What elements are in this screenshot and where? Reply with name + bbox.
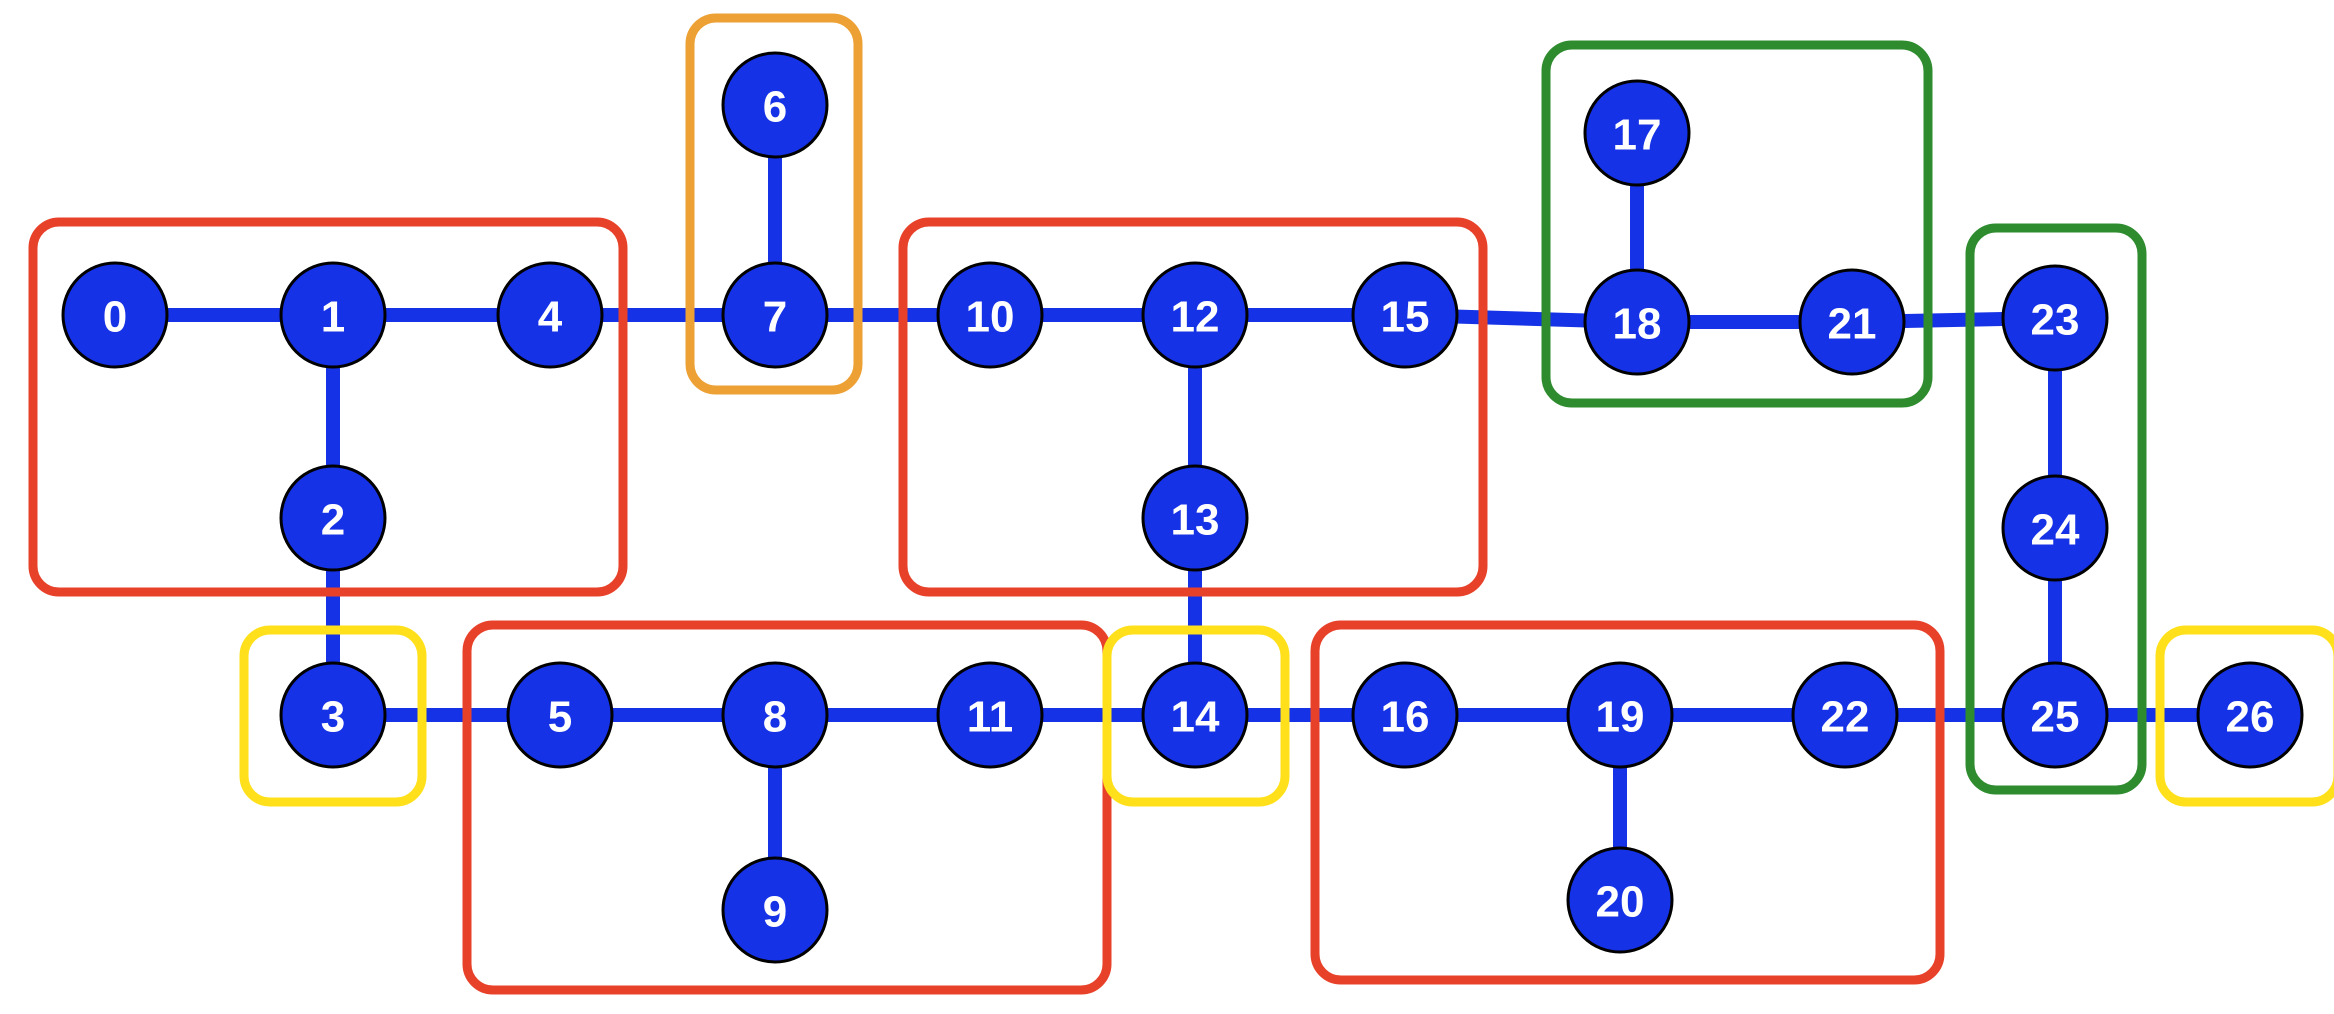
node-circle[interactable]	[1583, 268, 1691, 376]
node-circle[interactable]	[721, 261, 829, 369]
graph-node[interactable]: 13	[1141, 464, 1249, 572]
node-circle[interactable]	[1141, 261, 1249, 369]
node-circle[interactable]	[936, 261, 1044, 369]
node-circle[interactable]	[279, 661, 387, 769]
node-circle[interactable]	[936, 661, 1044, 769]
graph-node[interactable]: 25	[2001, 661, 2109, 769]
node-circle[interactable]	[496, 261, 604, 369]
node-circle[interactable]	[1791, 661, 1899, 769]
graph-node[interactable]: 22	[1791, 661, 1899, 769]
graph-node[interactable]: 8	[721, 661, 829, 769]
graph-node[interactable]: 18	[1583, 268, 1691, 376]
node-circle[interactable]	[1566, 846, 1674, 954]
graph-node[interactable]: 19	[1566, 661, 1674, 769]
group-box-red[interactable]	[462, 620, 1112, 995]
group-box-red[interactable]	[1310, 620, 1945, 985]
node-circle[interactable]	[2001, 474, 2109, 582]
node-circle[interactable]	[2001, 264, 2109, 372]
graph-node[interactable]: 12	[1141, 261, 1249, 369]
group-box-yellow[interactable]	[239, 625, 427, 807]
node-circle[interactable]	[721, 51, 829, 159]
graph-node[interactable]: 21	[1798, 268, 1906, 376]
graph-node[interactable]: 3	[279, 661, 387, 769]
graph-node[interactable]: 9	[721, 856, 829, 964]
group-box-green[interactable]	[1965, 223, 2147, 795]
graph-node[interactable]: 2	[279, 464, 387, 572]
graph-node[interactable]: 6	[721, 51, 829, 159]
node-circle[interactable]	[506, 661, 614, 769]
graph-node[interactable]: 14	[1141, 661, 1249, 769]
node-circle[interactable]	[279, 464, 387, 572]
node-circle[interactable]	[2196, 661, 2304, 769]
node-circle[interactable]	[1351, 661, 1459, 769]
group-box-orange[interactable]	[685, 13, 863, 395]
node-circle[interactable]	[1141, 661, 1249, 769]
node-circle[interactable]	[1583, 79, 1691, 187]
group-box-green[interactable]	[1541, 40, 1933, 408]
graph-node[interactable]: 20	[1566, 846, 1674, 954]
graph-node[interactable]: 10	[936, 261, 1044, 369]
node-circle[interactable]	[279, 261, 387, 369]
node-circle[interactable]	[721, 856, 829, 964]
group-box-red[interactable]	[898, 217, 1488, 597]
graph-node[interactable]: 16	[1351, 661, 1459, 769]
node-circle[interactable]	[1141, 464, 1249, 572]
graph-node[interactable]: 4	[496, 261, 604, 369]
graph-node[interactable]: 23	[2001, 264, 2109, 372]
graph-node[interactable]: 17	[1583, 79, 1691, 187]
node-circle[interactable]	[1566, 661, 1674, 769]
graph-node[interactable]: 26	[2196, 661, 2304, 769]
node-circle[interactable]	[61, 261, 169, 369]
node-circle[interactable]	[1351, 261, 1459, 369]
group-boxes-layer	[28, 13, 2334, 995]
graph-node[interactable]: 1	[279, 261, 387, 369]
group-box-yellow[interactable]	[1102, 625, 1290, 807]
graph-node[interactable]: 11	[936, 661, 1044, 769]
graph-node[interactable]: 24	[2001, 474, 2109, 582]
graph-node[interactable]: 5	[506, 661, 614, 769]
graph-node[interactable]: 15	[1351, 261, 1459, 369]
group-box-red[interactable]	[28, 217, 628, 597]
group-box-yellow[interactable]	[2155, 625, 2334, 807]
node-circle[interactable]	[721, 661, 829, 769]
graph-node[interactable]: 7	[721, 261, 829, 369]
graph-node[interactable]: 0	[61, 261, 169, 369]
node-circle[interactable]	[2001, 661, 2109, 769]
node-circle[interactable]	[1798, 268, 1906, 376]
